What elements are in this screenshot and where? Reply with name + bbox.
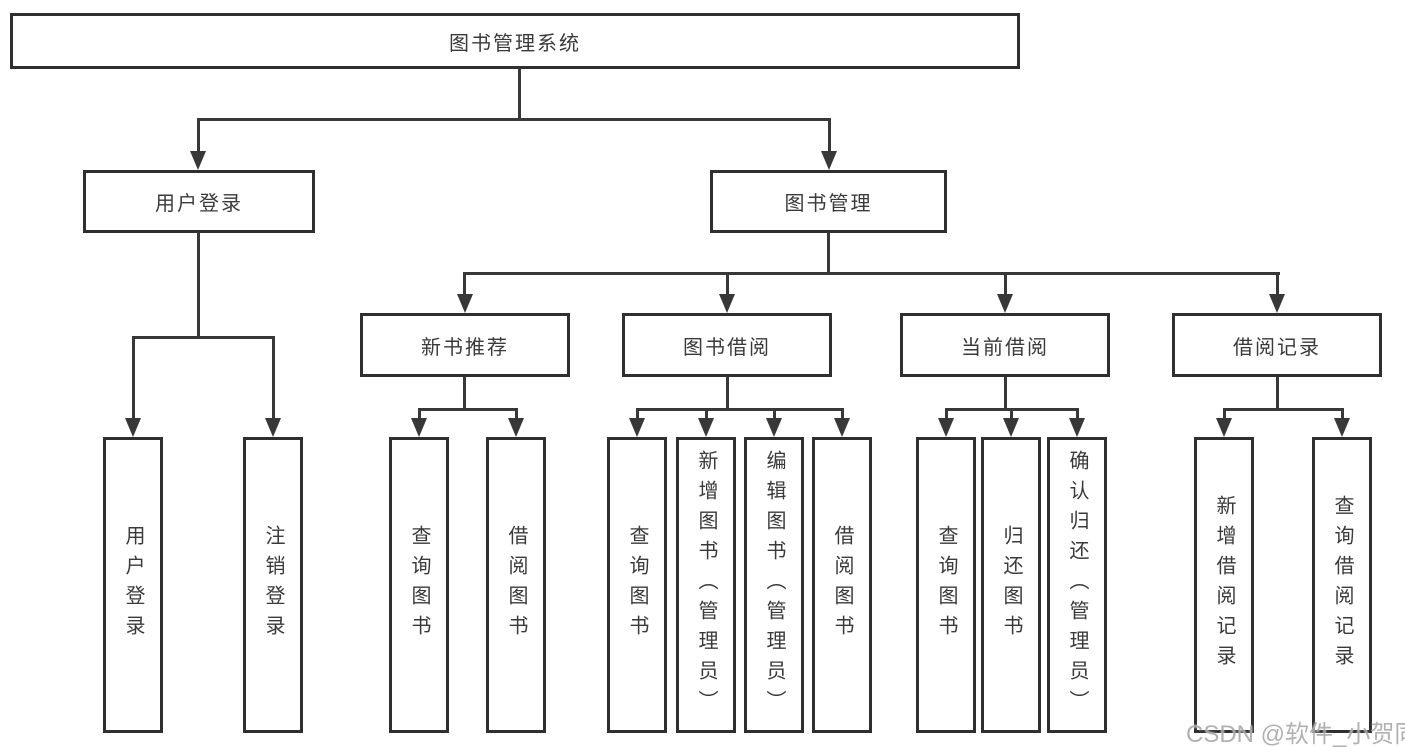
- connector-root-stem: [518, 68, 521, 118]
- connector-record-drop-2: [1341, 408, 1344, 419]
- connector-userlogin-drop-2: [272, 336, 275, 419]
- leaf-user-login: 用户登录: [103, 437, 163, 733]
- connector-borrow-drop-3: [773, 408, 776, 419]
- node-borrow-record: 借阅记录: [1172, 313, 1382, 377]
- node-current-borrow: 当前借阅: [900, 313, 1110, 377]
- leaf-query-books-borrow: 查询图书: [607, 437, 667, 733]
- connector-record-stem: [1276, 377, 1279, 408]
- leaf-query-books-recommend: 查询图书: [389, 437, 449, 733]
- leaf-logout: 注销登录: [243, 437, 303, 733]
- connector-recommend-stem: [463, 377, 466, 408]
- connector-bookmgmt-drop-4: [1276, 272, 1279, 295]
- leaf-borrow-books: 借阅图书: [812, 437, 872, 733]
- arrow-down-icon: [457, 294, 473, 313]
- arrow-down-icon: [1269, 294, 1285, 313]
- connector-record-rail: [1223, 408, 1344, 411]
- node-user-login: 用户登录: [83, 170, 315, 233]
- arrow-down-icon: [997, 294, 1013, 313]
- node-book-management: 图书管理: [710, 170, 947, 233]
- arrow-down-icon: [1334, 418, 1350, 437]
- leaf-add-borrow-record: 新增借阅记录: [1194, 437, 1254, 733]
- connector-recommend-drop-1: [418, 408, 421, 419]
- connector-borrow-rail: [636, 408, 844, 411]
- arrow-down-icon: [821, 151, 837, 170]
- arrow-down-icon: [508, 418, 524, 437]
- leaf-edit-book-admin: 编辑图书（管理员）: [744, 437, 804, 733]
- connector-bookmgmt-drop-2: [726, 272, 729, 295]
- connector-bookmgmt-drop-1: [463, 272, 466, 295]
- leaf-query-borrow-record: 查询借阅记录: [1312, 437, 1372, 733]
- node-new-book-recommend: 新书推荐: [360, 313, 570, 377]
- arrow-down-icon: [1216, 418, 1232, 437]
- connector-current-drop-2: [1010, 408, 1013, 419]
- connector-bookmgmt-stem: [827, 232, 830, 272]
- leaf-return-book: 归还图书: [981, 437, 1041, 733]
- connector-borrow-stem: [726, 377, 729, 408]
- connector-userlogin-drop-1: [132, 336, 135, 419]
- connector-root-drop-left: [197, 118, 200, 152]
- connector-borrow-drop-2: [705, 408, 708, 419]
- connector-root-rail: [197, 118, 831, 121]
- arrow-down-icon: [265, 418, 281, 437]
- arrow-down-icon: [698, 418, 714, 437]
- leaf-borrow-books-recommend: 借阅图书: [486, 437, 546, 733]
- node-book-borrow: 图书借阅: [622, 313, 832, 377]
- arrow-down-icon: [1069, 418, 1085, 437]
- arrow-down-icon: [629, 418, 645, 437]
- arrow-down-icon: [190, 151, 206, 170]
- connector-recommend-drop-2: [515, 408, 518, 419]
- arrow-down-icon: [411, 418, 427, 437]
- arrow-down-icon: [1003, 418, 1019, 437]
- connector-borrow-drop-4: [841, 408, 844, 419]
- connector-root-drop-right: [828, 118, 831, 152]
- csdn-watermark: CSDN @软件_小贺同学: [1186, 721, 1405, 747]
- connector-current-stem: [1004, 377, 1007, 408]
- arrow-down-icon: [719, 294, 735, 313]
- leaf-query-books-current: 查询图书: [916, 437, 976, 733]
- connector-current-drop-3: [1076, 408, 1079, 419]
- arrow-down-icon: [938, 418, 954, 437]
- node-root: 图书管理系统: [10, 13, 1020, 69]
- connector-current-drop-1: [945, 408, 948, 419]
- connector-bookmgmt-drop-3: [1004, 272, 1007, 295]
- connector-borrow-drop-1: [636, 408, 639, 419]
- leaf-add-book-admin: 新增图书（管理员）: [676, 437, 736, 733]
- connector-bookmgmt-rail: [463, 272, 1280, 275]
- connector-userlogin-rail: [132, 336, 275, 339]
- arrow-down-icon: [834, 418, 850, 437]
- leaf-confirm-return-admin: 确认归还（管理员）: [1047, 437, 1107, 733]
- arrow-down-icon: [766, 418, 782, 437]
- connector-record-drop-1: [1223, 408, 1226, 419]
- arrow-down-icon: [125, 418, 141, 437]
- connector-userlogin-stem: [197, 232, 200, 336]
- connector-recommend-rail: [418, 408, 518, 411]
